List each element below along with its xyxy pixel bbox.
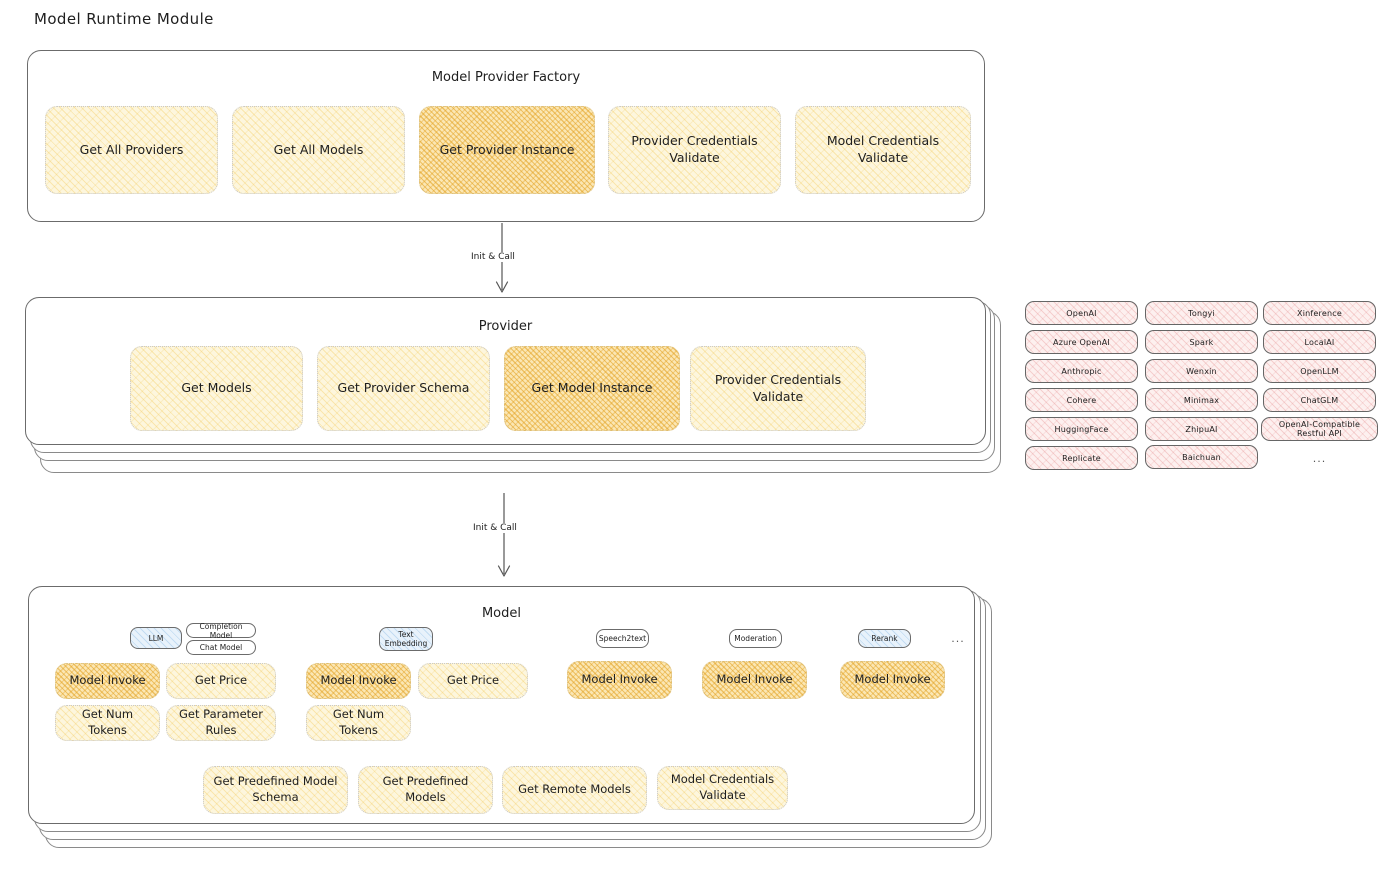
model-subbadge-completion-model[interactable]: Completion Model: [186, 622, 256, 640]
page-title: Model Runtime Module: [34, 10, 214, 28]
model-common-op-get-predefined-models[interactable]: Get Predefined Models: [358, 766, 493, 814]
model-type-badge-text-embedding[interactable]: Text Embedding: [379, 627, 433, 651]
model-title: Model: [481, 606, 522, 621]
arrow-provider-to-model: [497, 493, 511, 577]
provider-chip-wenxin[interactable]: Wenxin: [1145, 359, 1258, 383]
provider-chip-openai[interactable]: OpenAI: [1025, 301, 1138, 325]
provider-chip-minimax[interactable]: Minimax: [1145, 388, 1258, 412]
model-types-more-indicator: ...: [951, 632, 965, 645]
text-embedding-op-get-price[interactable]: Get Price: [418, 663, 528, 699]
model-type-badge-rerank[interactable]: Rerank: [858, 629, 911, 648]
provider-chip-localai[interactable]: LocalAI: [1263, 330, 1376, 354]
model-common-op-get-remote-models[interactable]: Get Remote Models: [502, 766, 647, 814]
provider-box-provider-credentials-validate[interactable]: Provider Credentials Validate: [690, 346, 866, 431]
arrow-label-init-and-call-2: Init & Call: [470, 523, 520, 533]
factory-box-get-all-models[interactable]: Get All Models: [232, 106, 405, 194]
model-type-badge-speech2text[interactable]: Speech2text: [596, 629, 649, 648]
llm-op-get-num-tokens[interactable]: Get Num Tokens: [55, 705, 160, 741]
provider-chip-tongyi[interactable]: Tongyi: [1145, 301, 1258, 325]
provider-list-more-indicator: ...: [1312, 452, 1327, 465]
model-subbadge-chat-model[interactable]: Chat Model: [186, 640, 256, 655]
model-type-badge-moderation[interactable]: Moderation: [729, 629, 782, 648]
speech2text-op-model-invoke[interactable]: Model Invoke: [567, 661, 672, 699]
provider-chip-replicate[interactable]: Replicate: [1025, 446, 1138, 470]
provider-chip-openai-compatible-restful-api[interactable]: OpenAI-Compatible Restful API: [1261, 417, 1378, 441]
model-type-badge-llm[interactable]: LLM: [130, 627, 182, 649]
provider-chip-openllm[interactable]: OpenLLM: [1263, 359, 1376, 383]
provider-chip-huggingface[interactable]: HuggingFace: [1025, 417, 1138, 441]
text-embedding-op-get-num-tokens[interactable]: Get Num Tokens: [306, 705, 411, 741]
provider-title: Provider: [478, 319, 533, 334]
model-common-op-get-predefined-model-schema[interactable]: Get Predefined Model Schema: [203, 766, 348, 814]
llm-op-model-invoke[interactable]: Model Invoke: [55, 663, 160, 699]
llm-op-get-parameter-rules[interactable]: Get Parameter Rules: [166, 705, 276, 741]
provider-box-get-model-instance[interactable]: Get Model Instance: [504, 346, 680, 431]
factory-box-provider-credentials-validate[interactable]: Provider Credentials Validate: [608, 106, 781, 194]
llm-op-get-price[interactable]: Get Price: [166, 663, 276, 699]
moderation-op-model-invoke[interactable]: Model Invoke: [702, 661, 807, 699]
provider-chip-baichuan[interactable]: Baichuan: [1145, 445, 1258, 469]
text-embedding-op-model-invoke[interactable]: Model Invoke: [306, 663, 411, 699]
factory-box-get-all-providers[interactable]: Get All Providers: [45, 106, 218, 194]
factory-title: Model Provider Factory: [431, 70, 581, 85]
provider-chip-xinference[interactable]: Xinference: [1263, 301, 1376, 325]
arrow-label-init-and-call-1: Init & Call: [468, 252, 518, 262]
provider-chip-anthropic[interactable]: Anthropic: [1025, 359, 1138, 383]
provider-chip-zhipuai[interactable]: ZhipuAI: [1145, 417, 1258, 441]
factory-box-get-provider-instance[interactable]: Get Provider Instance: [419, 106, 595, 194]
provider-box-get-models[interactable]: Get Models: [130, 346, 303, 431]
provider-chip-azure-openai[interactable]: Azure OpenAI: [1025, 330, 1138, 354]
factory-box-model-credentials-validate[interactable]: Model Credentials Validate: [795, 106, 971, 194]
provider-box-get-provider-schema[interactable]: Get Provider Schema: [317, 346, 490, 431]
provider-chip-chatglm[interactable]: ChatGLM: [1263, 388, 1376, 412]
provider-chip-spark[interactable]: Spark: [1145, 330, 1258, 354]
rerank-op-model-invoke[interactable]: Model Invoke: [840, 661, 945, 699]
provider-chip-cohere[interactable]: Cohere: [1025, 388, 1138, 412]
model-common-op-model-credentials-validate[interactable]: Model Credentials Validate: [657, 766, 788, 810]
